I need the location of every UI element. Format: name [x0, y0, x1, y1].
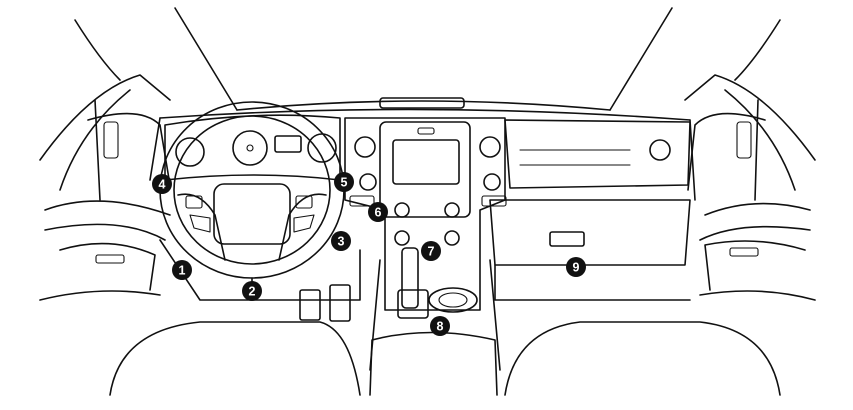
svg-text:7: 7 — [428, 245, 435, 259]
callout-5: 5 — [334, 172, 354, 192]
touchscreen — [392, 139, 460, 185]
cluster-display — [274, 135, 302, 153]
shifter-console — [369, 247, 501, 371]
windshield-frame — [74, 7, 781, 111]
callout-6: 6 — [368, 202, 388, 222]
tachometer-gauge — [175, 137, 205, 167]
svg-text:2: 2 — [249, 285, 256, 299]
svg-text:8: 8 — [437, 320, 444, 334]
callout-8: 8 — [430, 316, 450, 336]
svg-text:9: 9 — [573, 261, 580, 275]
center-armrest — [369, 331, 498, 396]
callout-4: 4 — [152, 174, 172, 194]
right-door — [684, 74, 816, 301]
passenger-vent — [649, 139, 671, 161]
glove-box-handle — [549, 231, 585, 247]
dashboard — [149, 97, 696, 301]
svg-text:4: 4 — [159, 178, 166, 192]
seats — [109, 321, 781, 396]
svg-text:1: 1 — [179, 264, 186, 278]
driver-footwell — [159, 239, 361, 322]
brake-pedal — [299, 289, 321, 321]
left-vent — [354, 136, 376, 158]
callout-9: 9 — [566, 257, 586, 277]
defrost-vent — [379, 97, 465, 109]
center-stack — [344, 117, 671, 311]
callout-1: 1 — [172, 260, 192, 280]
glove-box — [489, 199, 691, 266]
cup-holder — [428, 287, 478, 313]
svg-text:3: 3 — [338, 235, 345, 249]
callout-3: 3 — [331, 231, 351, 251]
steering-hub — [213, 183, 291, 245]
right-vent-center — [479, 136, 501, 158]
callout-7: 7 — [421, 241, 441, 261]
accelerator-pedal — [329, 284, 351, 322]
passenger-seat — [504, 321, 781, 396]
driver-seat — [109, 321, 361, 396]
callout-2: 2 — [242, 281, 262, 301]
svg-text:5: 5 — [341, 176, 348, 190]
gear-shifter — [401, 247, 419, 309]
left-door — [39, 74, 171, 301]
speedometer-gauge — [232, 130, 268, 166]
svg-text:6: 6 — [375, 206, 382, 220]
